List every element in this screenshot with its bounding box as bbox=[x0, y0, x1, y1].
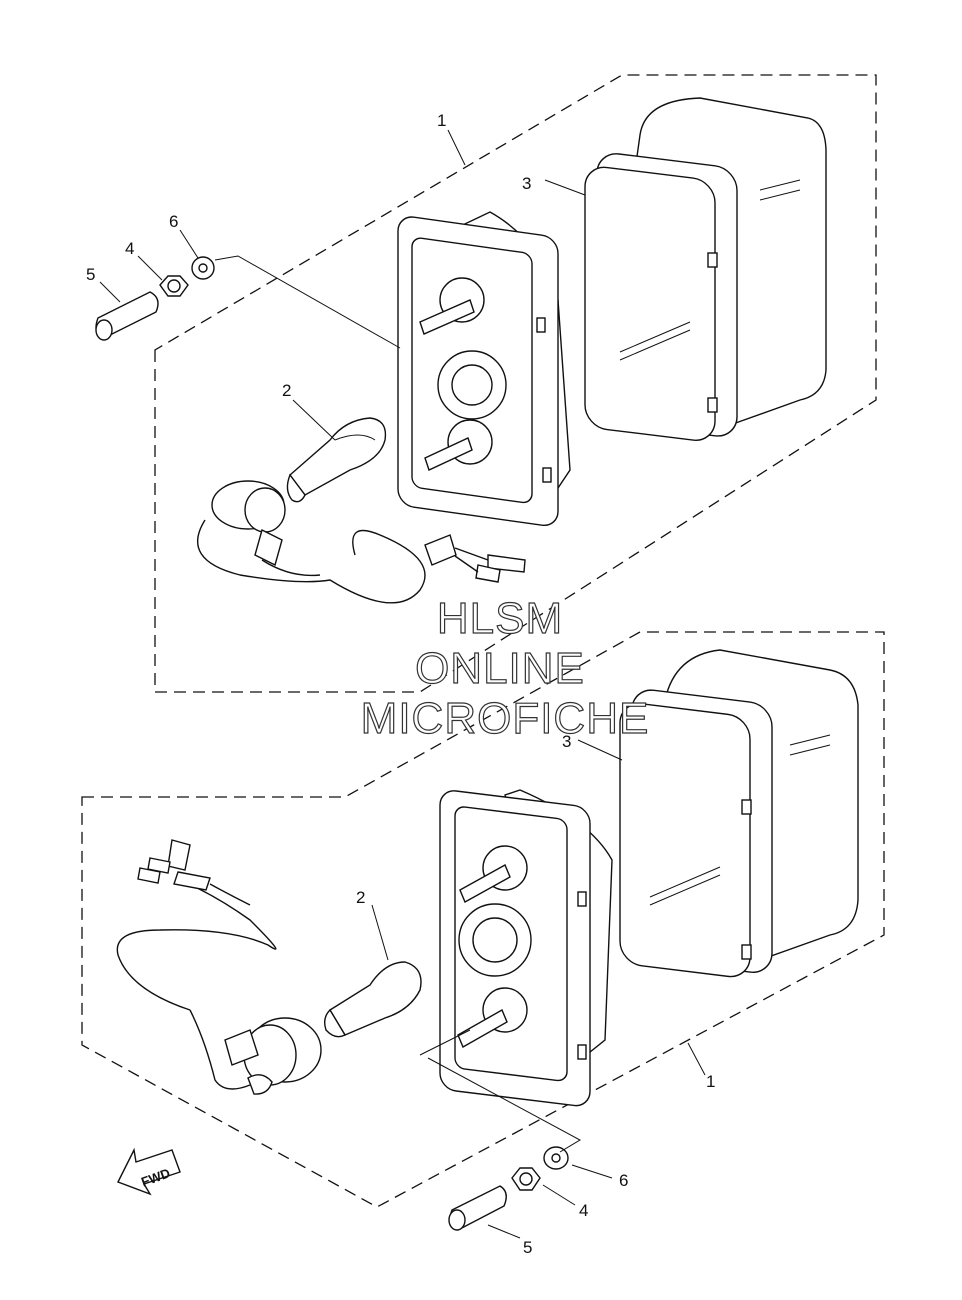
bottom-callout-6: 6 bbox=[619, 1171, 628, 1190]
bottom-socket-harness bbox=[116, 839, 322, 1095]
watermark-line-2: ONLINE bbox=[415, 644, 585, 693]
top-hardware bbox=[95, 256, 215, 341]
bottom-lens bbox=[619, 649, 859, 978]
bottom-callout-4: 4 bbox=[579, 1201, 588, 1220]
top-callout-3: 3 bbox=[522, 174, 531, 193]
top-lens bbox=[584, 97, 827, 441]
bottom-callout-3: 3 bbox=[562, 732, 571, 751]
top-callout-4: 4 bbox=[125, 239, 134, 258]
top-callout-5: 5 bbox=[86, 265, 95, 284]
bottom-housing bbox=[439, 789, 613, 1107]
top-socket-harness bbox=[196, 480, 526, 604]
top-callout-1: 1 bbox=[437, 111, 446, 130]
top-bulb bbox=[286, 417, 387, 503]
bottom-hardware bbox=[448, 1146, 569, 1231]
bottom-bulb bbox=[323, 961, 422, 1038]
top-housing bbox=[397, 211, 571, 527]
top-assembly bbox=[95, 74, 877, 693]
top-callout-2: 2 bbox=[282, 381, 291, 400]
top-assembly-boundary bbox=[154, 74, 877, 693]
watermark-line-3: MICROFICHE bbox=[361, 694, 650, 743]
forward-direction-arrow: FWD bbox=[117, 1147, 181, 1196]
watermark-line-1: HLSM bbox=[437, 594, 563, 643]
bottom-callout-2: 2 bbox=[356, 888, 365, 907]
bottom-callout-5: 5 bbox=[523, 1238, 532, 1257]
bottom-callout-1: 1 bbox=[706, 1072, 715, 1091]
watermark: HLSM ONLINE MICROFICHE bbox=[360, 593, 650, 743]
bottom-assembly-boundary bbox=[81, 631, 885, 1208]
bottom-assembly bbox=[81, 631, 885, 1239]
top-callout-6: 6 bbox=[169, 212, 178, 231]
